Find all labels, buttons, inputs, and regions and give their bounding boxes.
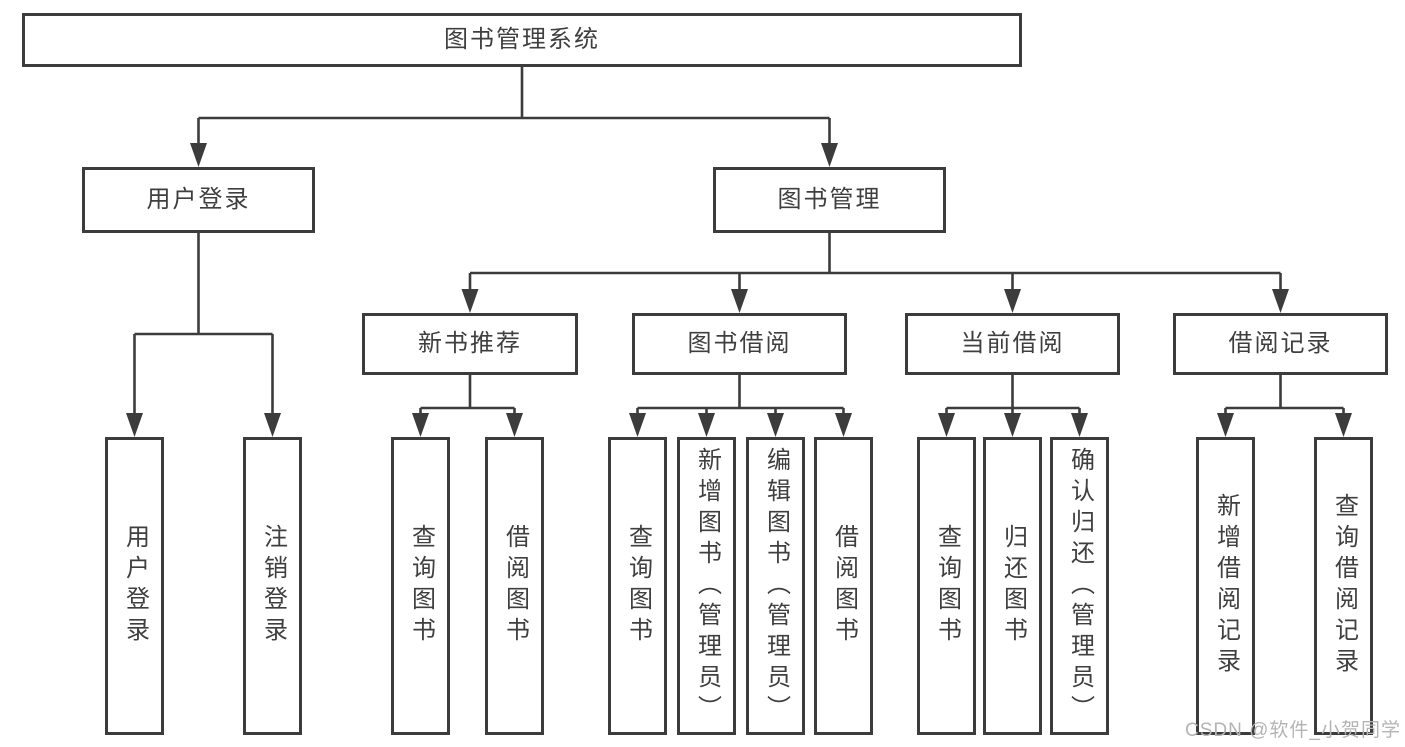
leaf-label: 借阅图书: [501, 524, 529, 648]
leaf-label: 确认归还（管理员）: [1066, 446, 1094, 726]
leaf-label: 编辑图书（管理员）: [762, 446, 790, 726]
leaf-label: 查询借阅记录: [1330, 493, 1358, 679]
leaf-borrowing-edit-books-admin: 编辑图书（管理员）: [746, 437, 805, 735]
leaf-label: 借阅图书: [830, 524, 858, 648]
leaf-label: 归还图书: [999, 524, 1027, 648]
node-library-management-system: 图书管理系统: [22, 13, 1022, 67]
node-current-borrowing: 当前借阅: [905, 313, 1120, 375]
node-label: 图书管理系统: [444, 26, 600, 53]
leaf-records-add-record: 新增借阅记录: [1196, 437, 1255, 735]
node-label: 图书借阅: [687, 330, 792, 357]
node-borrowing-records: 借阅记录: [1173, 313, 1388, 375]
node-label: 图书管理: [777, 186, 882, 213]
leaf-borrowing-query-books: 查询图书: [608, 437, 667, 735]
leaf-current-return-books: 归还图书: [983, 437, 1042, 735]
node-label: 新书推荐: [418, 330, 522, 357]
leaf-records-query-record: 查询借阅记录: [1314, 437, 1373, 735]
leaf-label: 查询图书: [933, 524, 961, 648]
node-new-book-recommend: 新书推荐: [362, 313, 578, 375]
leaf-label: 用户登录: [121, 524, 149, 648]
leaf-label: 新增借阅记录: [1212, 493, 1240, 679]
leaf-newbooks-borrow-books: 借阅图书: [485, 437, 544, 735]
leaf-newbooks-query-books: 查询图书: [391, 437, 450, 735]
leaf-label: 查询图书: [407, 524, 435, 648]
leaf-user-login: 用户登录: [105, 437, 164, 735]
node-label: 借阅记录: [1228, 330, 1333, 357]
leaf-borrowing-borrow-books: 借阅图书: [814, 437, 873, 735]
leaf-label: 新增图书（管理员）: [693, 446, 721, 726]
node-user-login: 用户登录: [82, 167, 315, 233]
leaf-current-query-books: 查询图书: [917, 437, 976, 735]
leaf-label: 注销登录: [259, 524, 287, 648]
node-book-borrowing: 图书借阅: [632, 313, 847, 375]
csdn-watermark: CSDN @软件_小贺同学: [1185, 720, 1401, 741]
node-book-management: 图书管理: [713, 167, 946, 233]
node-label: 当前借阅: [960, 330, 1065, 357]
leaf-logout: 注销登录: [243, 437, 302, 735]
leaf-label: 查询图书: [624, 524, 652, 648]
leaf-current-confirm-return-admin: 确认归还（管理员）: [1050, 437, 1109, 735]
node-label: 用户登录: [146, 186, 251, 213]
leaf-borrowing-add-books-admin: 新增图书（管理员）: [677, 437, 736, 735]
